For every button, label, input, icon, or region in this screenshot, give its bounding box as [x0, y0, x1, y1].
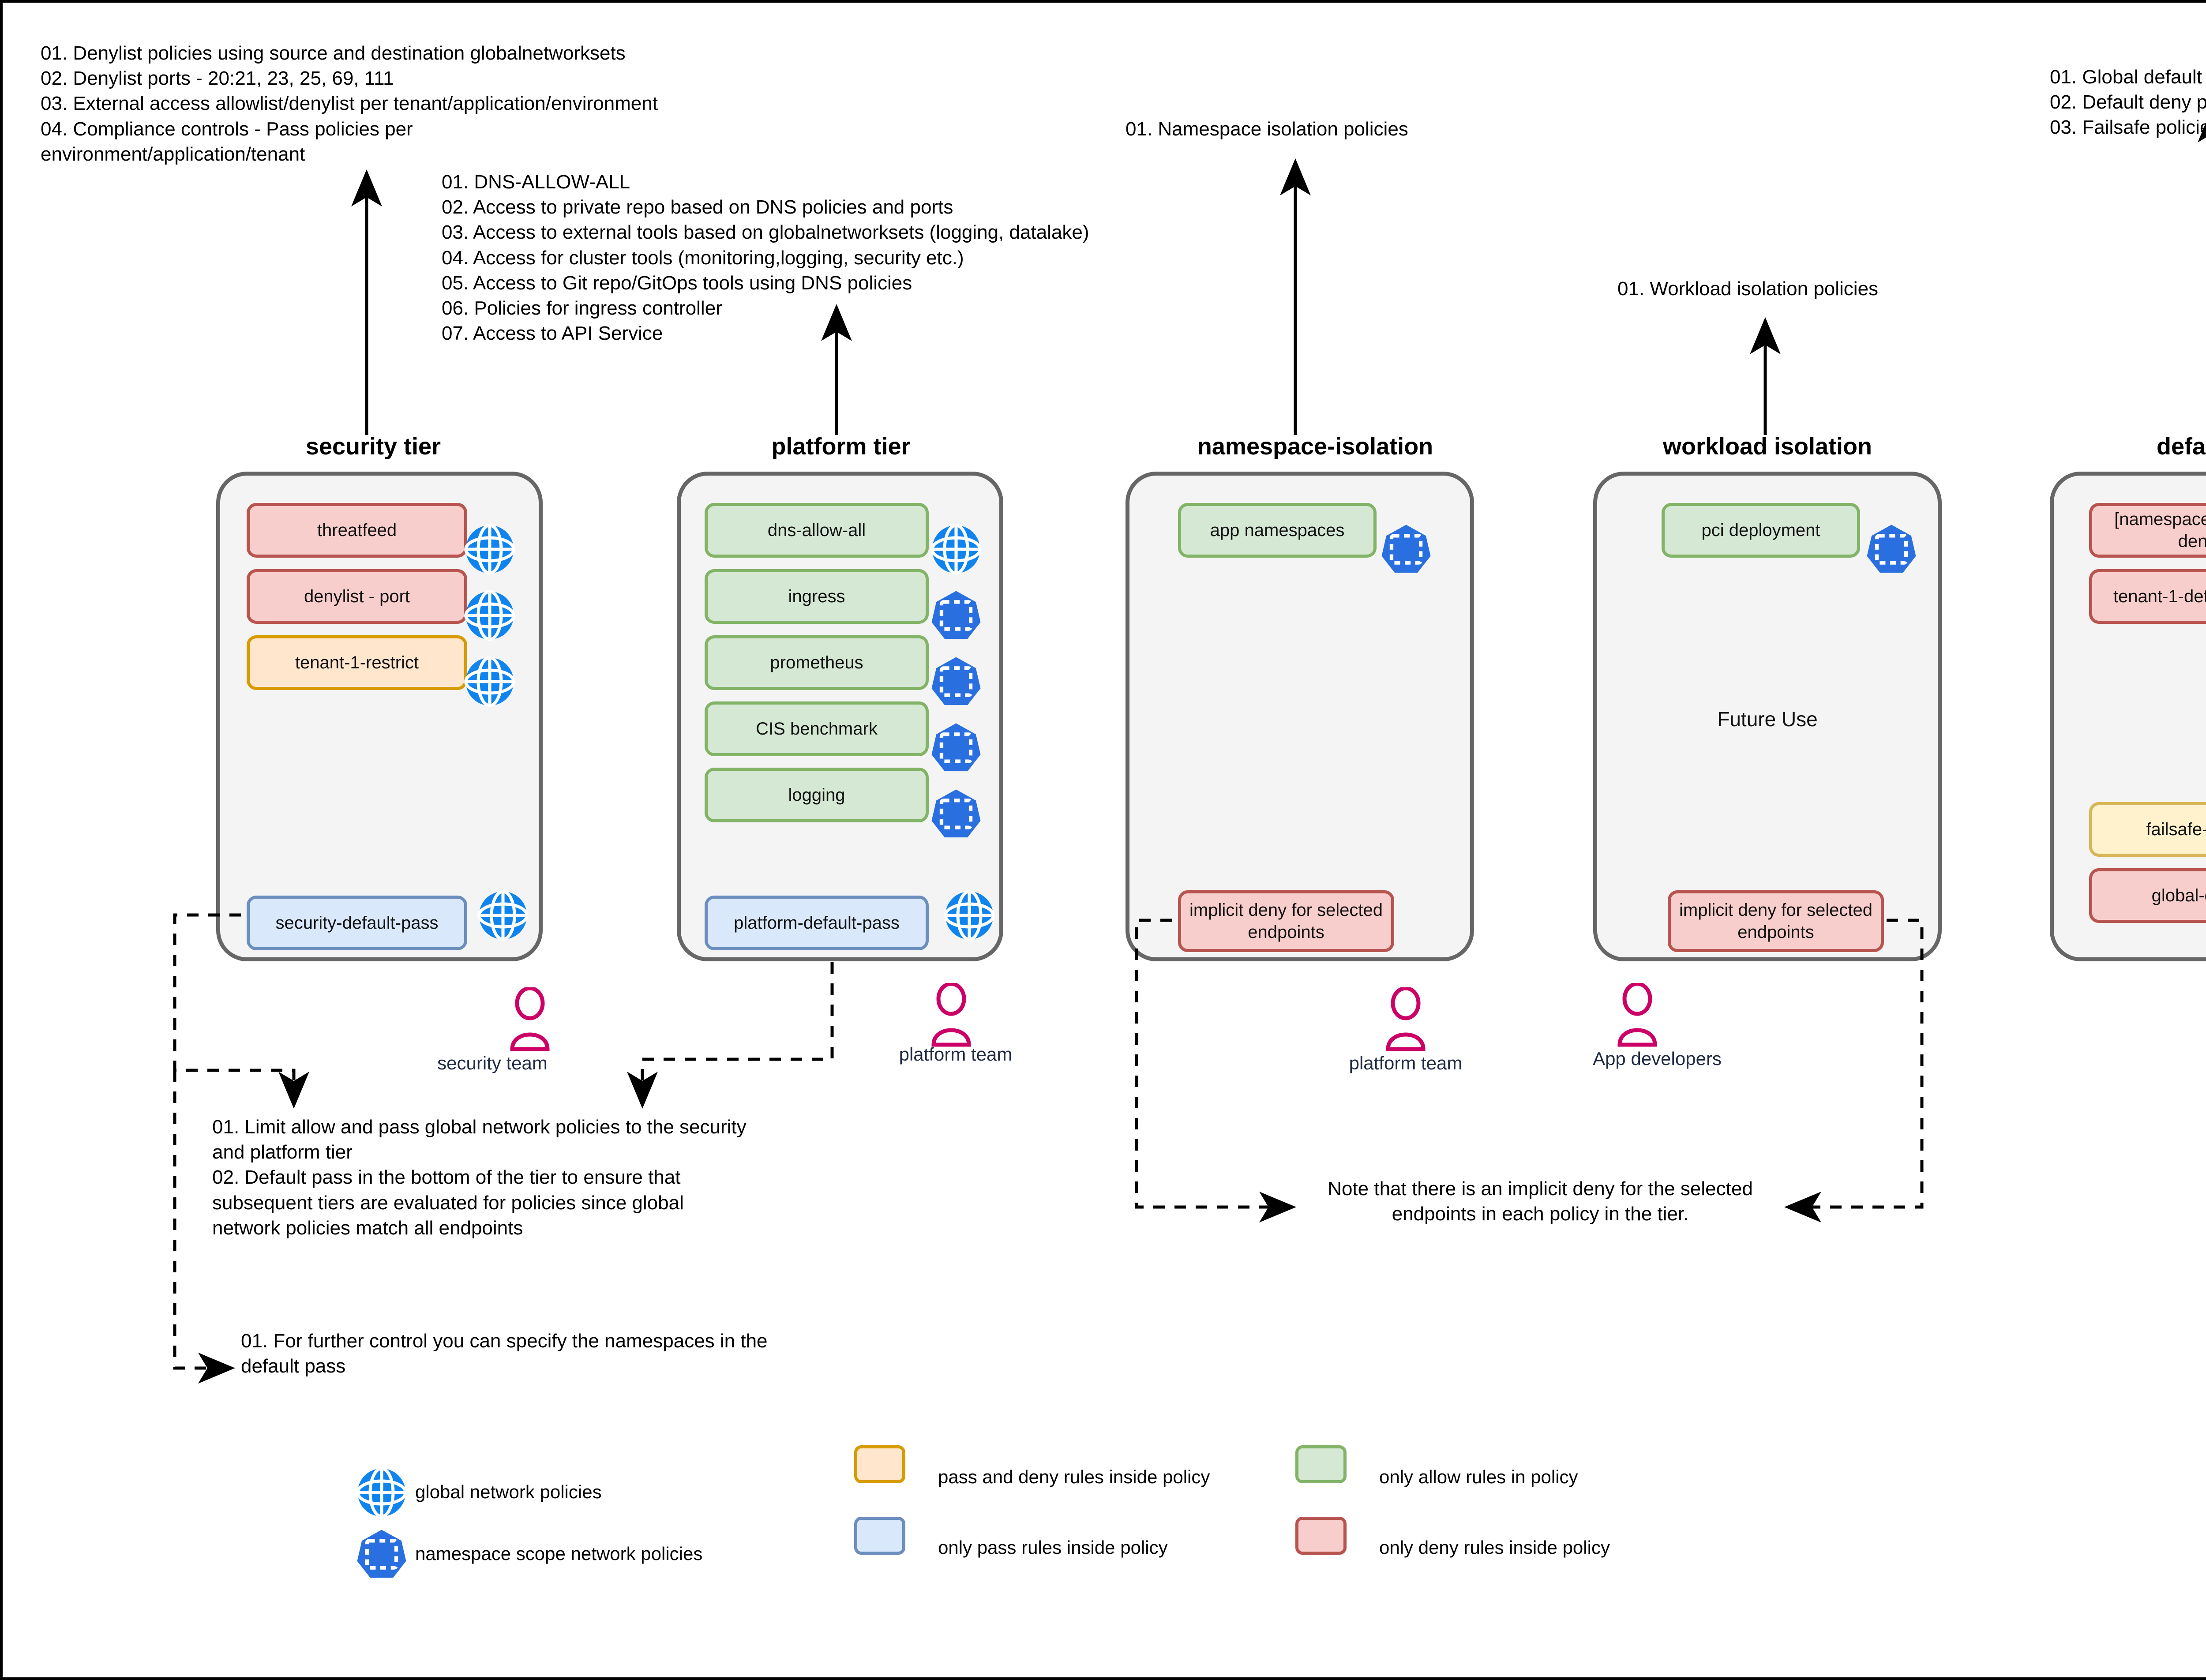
connector-workload-implicit-deny-to-note [1784, 919, 1924, 1222]
legend-swatch-mixed [854, 1445, 905, 1483]
platform-tier-annotation: 01. DNS-ALLOW-ALL 02. Access to private … [442, 171, 1089, 345]
legend-label-pass: only pass rules inside policy [938, 1537, 1168, 1558]
avatar-platform-team [1388, 988, 1423, 1049]
policy-global-deny[interactable]: global-deny [2089, 868, 2206, 923]
legend-swatch-allow [1295, 1445, 1347, 1483]
future-use-label: Future Use [1717, 708, 1818, 731]
tier-box-default[interactable]: [namespace]-default-deny tenant-1-defaul… [2050, 472, 2206, 961]
owner-label-workload-isolation: App developers [1593, 1048, 1722, 1069]
tier-box-workload-isolation[interactable]: pci deployment Future Use implicit deny … [1593, 472, 1942, 961]
tier-box-namespace-isolation[interactable]: app namespaces implicit deny for selecte… [1126, 472, 1474, 961]
tier-box-platform[interactable]: dns-allow-all ingress prometheus CIS ben… [677, 472, 1003, 961]
policy-ingress[interactable]: ingress [705, 569, 929, 624]
legend-label-deny: only deny rules inside policy [1379, 1537, 1610, 1558]
policy-app-namespaces[interactable]: app namespaces [1178, 503, 1377, 558]
avatar-app-developers [1620, 984, 1655, 1045]
tier-title-security: security tier [305, 433, 441, 460]
legend-swatch-pass [854, 1517, 905, 1555]
tier-title-namespace-isolation: namespace-isolation [1197, 433, 1433, 460]
owner-label-platform-tier: platform team [899, 1044, 1013, 1065]
policy-security-default-pass[interactable]: security-default-pass [247, 896, 467, 950]
tier-title-workload-isolation: workload isolation [1662, 433, 1872, 460]
policy-cis-benchmark[interactable]: CIS benchmark [705, 701, 929, 756]
avatar-platform-team [934, 984, 969, 1045]
legend-swatch-deny [1295, 1517, 1347, 1555]
legend-label-allow: only allow rules in policy [1379, 1466, 1578, 1487]
connector-namespace-implicit-deny-to-note [1135, 919, 1296, 1222]
policy-tenant-1-restrict[interactable]: tenant-1-restrict [247, 635, 467, 690]
owner-label-security-tier: security team [437, 1053, 548, 1073]
policy-threatfeed[interactable]: threatfeed [247, 503, 467, 558]
avatar-security-team [512, 988, 548, 1049]
policy-logging[interactable]: logging [705, 768, 929, 822]
default-tier-annotation: 01. Global default deny 02. Default deny… [2050, 66, 2206, 139]
owner-label-namespace-isolation: platform team [1349, 1053, 1463, 1073]
connector-platform-tier-to-note [627, 962, 834, 1109]
legend-label-global-network-policies: global network policies [415, 1481, 602, 1502]
policy-denylist-port[interactable]: denylist - port [247, 569, 467, 624]
namespace-isolation-annotation: 01. Namespace isolation policies [1126, 118, 1408, 140]
policy-prometheus[interactable]: prometheus [705, 635, 929, 690]
bottom-left-annotation: 01. Limit allow and pass global network … [212, 1116, 747, 1239]
tier-title-platform: platform tier [771, 433, 911, 460]
workload-isolation-annotation: 01. Workload isolation policies [1617, 278, 1879, 300]
policy-tenant-1-default-deny[interactable]: tenant-1-default-deny [2089, 569, 2206, 624]
legend-label-mixed: pass and deny rules inside policy [938, 1466, 1210, 1487]
security-tier-annotation: 01. Denylist policies using source and d… [41, 42, 658, 165]
policy-platform-default-pass[interactable]: platform-default-pass [705, 896, 929, 950]
implicit-deny-annotation: Note that there is an implicit deny for … [1328, 1178, 1753, 1225]
legend-label-namespace-scope-network-policies: namespace scope network policies [415, 1543, 703, 1564]
policy-failsafe-allow[interactable]: failsafe-allow [2089, 802, 2206, 857]
legend-namespace-network-policy-icon [357, 1530, 406, 1578]
legend-global-network-policy-icon [358, 1469, 406, 1517]
policy-implicit-deny-workload[interactable]: implicit deny for selected endpoints [1668, 890, 1884, 952]
tier-box-security[interactable]: threatfeed denylist - port tenant-1-rest… [216, 472, 543, 961]
default-pass-annotation: 01. For further control you can specify … [241, 1330, 768, 1377]
policy-pci-deployment[interactable]: pci deployment [1662, 503, 1860, 558]
tier-title-default: default tier [2156, 433, 2206, 460]
policy-dns-allow-all[interactable]: dns-allow-all [705, 503, 929, 558]
policy-namespace-default-deny[interactable]: [namespace]-default-deny [2089, 503, 2206, 558]
policy-implicit-deny-namespace[interactable]: implicit deny for selected endpoints [1178, 890, 1394, 952]
